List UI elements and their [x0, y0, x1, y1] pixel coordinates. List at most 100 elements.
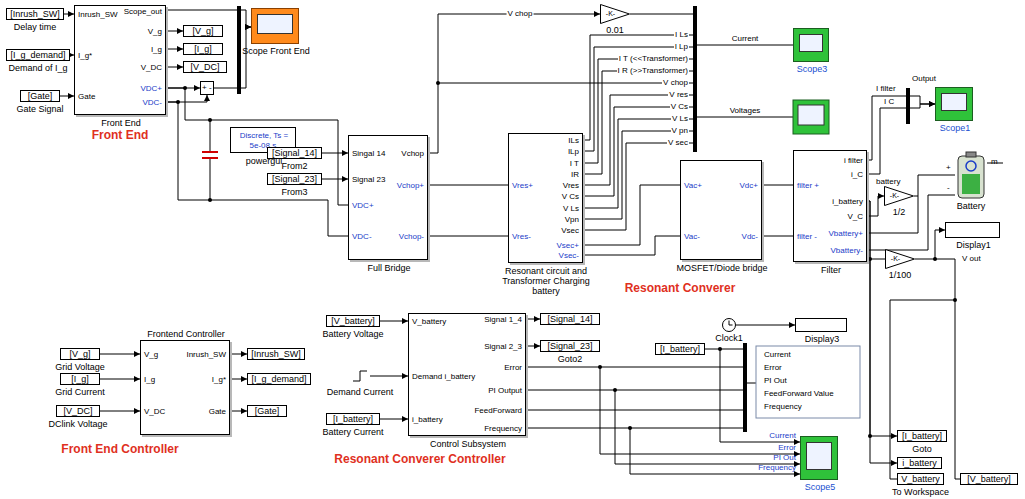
from-tag: [I_g_demand]Demand of I_g	[6, 49, 70, 61]
block-label: 0.01	[606, 25, 624, 36]
block-label: [Gate]	[255, 406, 280, 417]
signal-label: Current	[764, 350, 791, 360]
block-label: Scope_out	[124, 7, 162, 17]
sum-block: +-	[200, 81, 214, 95]
wire	[583, 107, 693, 196]
block-label: [Signal_23]	[272, 174, 317, 185]
clock-block-icon	[722, 318, 736, 332]
block-label: Inrush_SW	[186, 350, 226, 360]
block-label: Display1	[956, 240, 991, 251]
goto-tag: V_batteryTo Workspace	[897, 473, 944, 485]
block-label: Scope Front End	[242, 46, 310, 57]
goto-tag: [Signal_23]Goto2	[540, 340, 600, 352]
block-label: i_battery	[412, 415, 443, 425]
wire	[583, 95, 693, 185]
signal-line	[100, 411, 140, 412]
block-label: -K-	[890, 192, 899, 200]
block-label: i filter	[844, 156, 863, 166]
block-label: filter +	[797, 181, 819, 191]
block-label: Singal 14	[352, 149, 385, 159]
from-tag: [I_battery]	[655, 343, 705, 355]
step-block-icon	[350, 366, 370, 386]
block-label: Vchop-	[399, 232, 424, 242]
signal-line	[380, 419, 408, 420]
junctions	[176, 81, 957, 438]
signal-label: +	[946, 163, 951, 173]
block-label: ILp	[568, 147, 579, 157]
wires	[210, 14, 1003, 479]
step-curve	[353, 371, 367, 381]
signal-label: V out	[962, 254, 981, 264]
block-label: Scope3	[797, 64, 828, 75]
block-label: Demand Current	[327, 387, 394, 398]
from-tag: [V_DC]DClink Voltage	[56, 405, 100, 417]
signal-label: V sec	[667, 138, 689, 148]
signal-line	[526, 346, 540, 347]
block-label: Battery	[957, 201, 986, 212]
signal-label: V res	[668, 90, 689, 100]
block-label: Front End	[101, 118, 141, 129]
wires	[583, 35, 693, 230]
block-label: Clock1	[715, 333, 743, 344]
block-label: 1/100	[889, 270, 912, 281]
signal-label: Error	[778, 443, 796, 453]
signal-label: I T (<<Transformer)	[618, 54, 689, 64]
block-label: Goto2	[558, 354, 583, 365]
signal-label: Frequency	[758, 463, 796, 473]
mux-bars	[237, 6, 910, 432]
block-label: Scope1	[940, 123, 971, 134]
block-label: [I_battery]	[660, 344, 700, 355]
block-label: From2	[281, 161, 307, 172]
signal-line	[166, 88, 348, 205]
signal-label: Current	[769, 431, 796, 441]
signal-label: V pn	[671, 126, 689, 136]
block-label: [V_DC]	[190, 62, 219, 73]
signal-line	[762, 185, 793, 186]
block-label: From3	[281, 187, 307, 198]
gain-triangle	[885, 187, 914, 206]
block-label: Control Subsystem	[430, 439, 506, 450]
block-label: Grid Voltage	[55, 362, 105, 373]
block-label: PI Output	[488, 386, 522, 396]
block-label: [I_g]	[71, 374, 89, 385]
block-label: [V_g]	[192, 26, 213, 37]
block-label: Vchop+	[397, 181, 424, 191]
block-label: IR	[571, 170, 579, 180]
block-label: Vsec	[561, 226, 579, 236]
block-label: Vbattery+	[829, 229, 863, 239]
wire	[870, 259, 885, 260]
gain-triangle	[886, 250, 915, 269]
from-tag: [V_g]Grid Voltage	[60, 348, 100, 360]
capacitor-wire	[210, 120, 211, 200]
block-label: Signal 2_3	[484, 342, 522, 352]
block-label: Signal 1_4	[484, 315, 522, 325]
signal-label: FeedForward Value	[764, 389, 834, 399]
wire	[747, 383, 756, 384]
signal-label: I C	[884, 97, 894, 107]
block-label: Error	[504, 363, 522, 373]
clock-face	[723, 319, 736, 332]
signal-label: I R (>>Transformer)	[617, 66, 689, 76]
block-label: -K-	[891, 255, 900, 263]
signal-line	[428, 236, 508, 237]
block-label: Vres-	[512, 232, 531, 242]
junction-dot	[953, 298, 957, 302]
from-tag: [I_g]Grid Current	[60, 373, 100, 385]
block-label: V_battery	[412, 317, 446, 327]
block-label: To Workspace	[892, 487, 949, 498]
block-label: ILs	[568, 136, 579, 146]
block-label: i_battery	[832, 197, 863, 207]
block-label: filter -	[797, 232, 817, 242]
subsystem-block: Vres+Vres-ILsILpI TIRVresV CsV LsVpnVsec…	[508, 133, 583, 263]
subsystem-block: filter +filter -i filteri_Ci_batteryV_CV…	[793, 150, 867, 262]
signal-line	[166, 31, 183, 32]
block-label: Gate Signal	[16, 104, 63, 115]
section-title: Resonant Converer Controller	[334, 452, 505, 466]
block-label: Vres	[563, 181, 579, 191]
signal-line	[867, 175, 955, 233]
block-label: [Gate]	[28, 91, 53, 102]
signal-line	[230, 411, 247, 412]
signal-label: Frequency	[764, 402, 802, 412]
signal-label: battery	[876, 177, 900, 187]
section-title: Front End Controller	[61, 442, 178, 456]
